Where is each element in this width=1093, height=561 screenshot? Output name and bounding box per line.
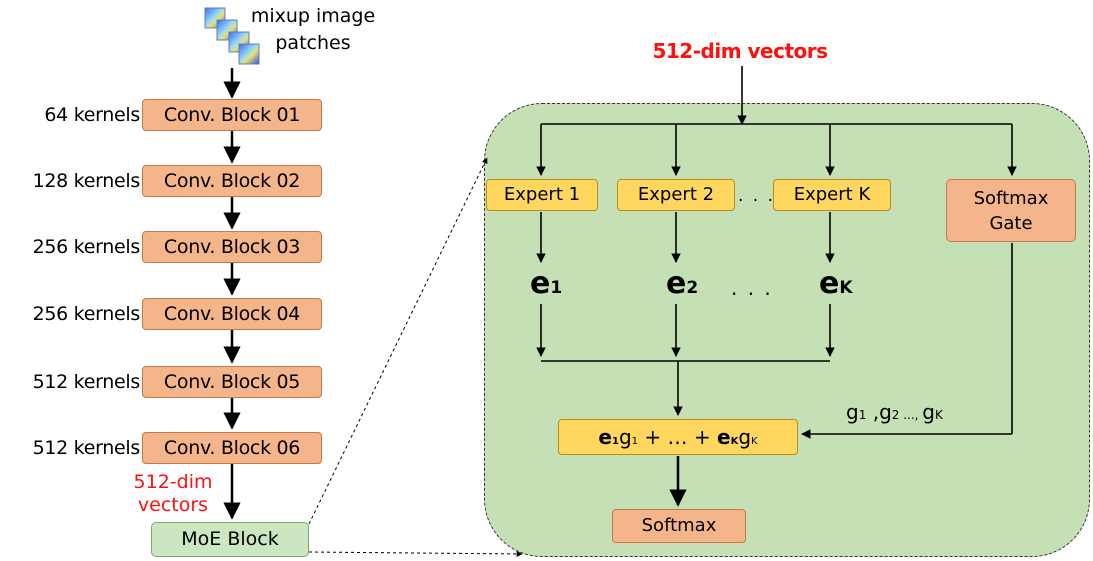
moe-block: MoE Block xyxy=(151,522,309,557)
input-caption: mixup image patches xyxy=(250,5,376,54)
zoom-line-bottom xyxy=(308,550,523,557)
kernel-count-label: 64 kernels xyxy=(44,104,140,126)
output-symbol: e xyxy=(819,266,840,301)
gate-label-line2: Gate xyxy=(989,213,1033,234)
conv-block: Conv. Block 06 xyxy=(142,432,322,464)
gate-weight-sub: K xyxy=(935,408,943,422)
kernel-count-label: 256 kernels xyxy=(32,303,141,325)
output-subscript: 1 xyxy=(550,278,563,298)
conv-block: Conv. Block 01 xyxy=(142,99,322,131)
conv-block: Conv. Block 03 xyxy=(142,231,322,263)
image-patches-icon xyxy=(203,6,265,68)
expert-output-e2: e2 xyxy=(666,266,698,301)
sum-sub: 1 xyxy=(631,436,639,447)
sum-term: e xyxy=(598,425,612,449)
conv-block: Conv. Block 02 xyxy=(142,165,322,197)
conv-block: Conv. Block 04 xyxy=(142,298,322,330)
separator: , xyxy=(866,400,880,424)
left-vector-label-line1: 512-dim xyxy=(133,471,213,493)
sum-operator: + … + xyxy=(638,425,717,449)
sum-term: g xyxy=(738,425,752,449)
kernel-count-label: 128 kernels xyxy=(32,170,141,192)
moe-input-label: 512-dim vectors xyxy=(652,39,828,63)
separator: ..., xyxy=(899,408,923,422)
sum-term: e xyxy=(716,425,731,449)
expert-output-e1: e1 xyxy=(530,266,562,301)
left-vector-label-line2: vectors xyxy=(137,494,209,516)
moe-detail-panel xyxy=(484,103,1090,557)
expert-2-box: Expert 2 xyxy=(617,179,735,211)
kernel-count-label: 512 kernels xyxy=(32,437,141,459)
gate-weight-sub: 1 xyxy=(858,408,867,422)
gate-weight: g xyxy=(846,400,859,424)
kernel-count-label: 512 kernels xyxy=(32,371,141,393)
expert-output-ek: eK xyxy=(819,266,853,301)
output-subscript: 2 xyxy=(686,278,699,298)
gate-weight: g xyxy=(879,400,892,424)
kernel-count-label: 256 kernels xyxy=(32,236,141,258)
softmax-output-box: Softmax xyxy=(612,509,746,543)
output-ellipsis: . . . xyxy=(731,276,773,300)
output-symbol: e xyxy=(666,266,687,301)
zoom-line-top xyxy=(308,157,488,525)
output-subscript: K xyxy=(839,278,853,298)
output-symbol: e xyxy=(530,266,551,301)
sum-sub: K xyxy=(730,436,739,447)
expert-k-box: Expert K xyxy=(773,179,891,211)
sum-sub: K xyxy=(751,436,758,447)
sum-term: g xyxy=(618,425,632,449)
gate-weight-sub: 2 xyxy=(891,408,900,422)
conv-block: Conv. Block 05 xyxy=(142,366,322,398)
gate-weight: g xyxy=(922,400,935,424)
sum-sub: 1 xyxy=(611,436,619,447)
gate-label-line1: Softmax xyxy=(973,188,1049,209)
expert-1-box: Expert 1 xyxy=(486,179,598,211)
gate-weights-label: g1 ,g2 ..., gK xyxy=(846,400,943,424)
softmax-gate-box: Softmax Gate xyxy=(946,179,1076,242)
expert-ellipsis: . . . xyxy=(738,186,776,206)
weighted-sum-box: e1g1 + … + eKgK xyxy=(558,419,798,455)
